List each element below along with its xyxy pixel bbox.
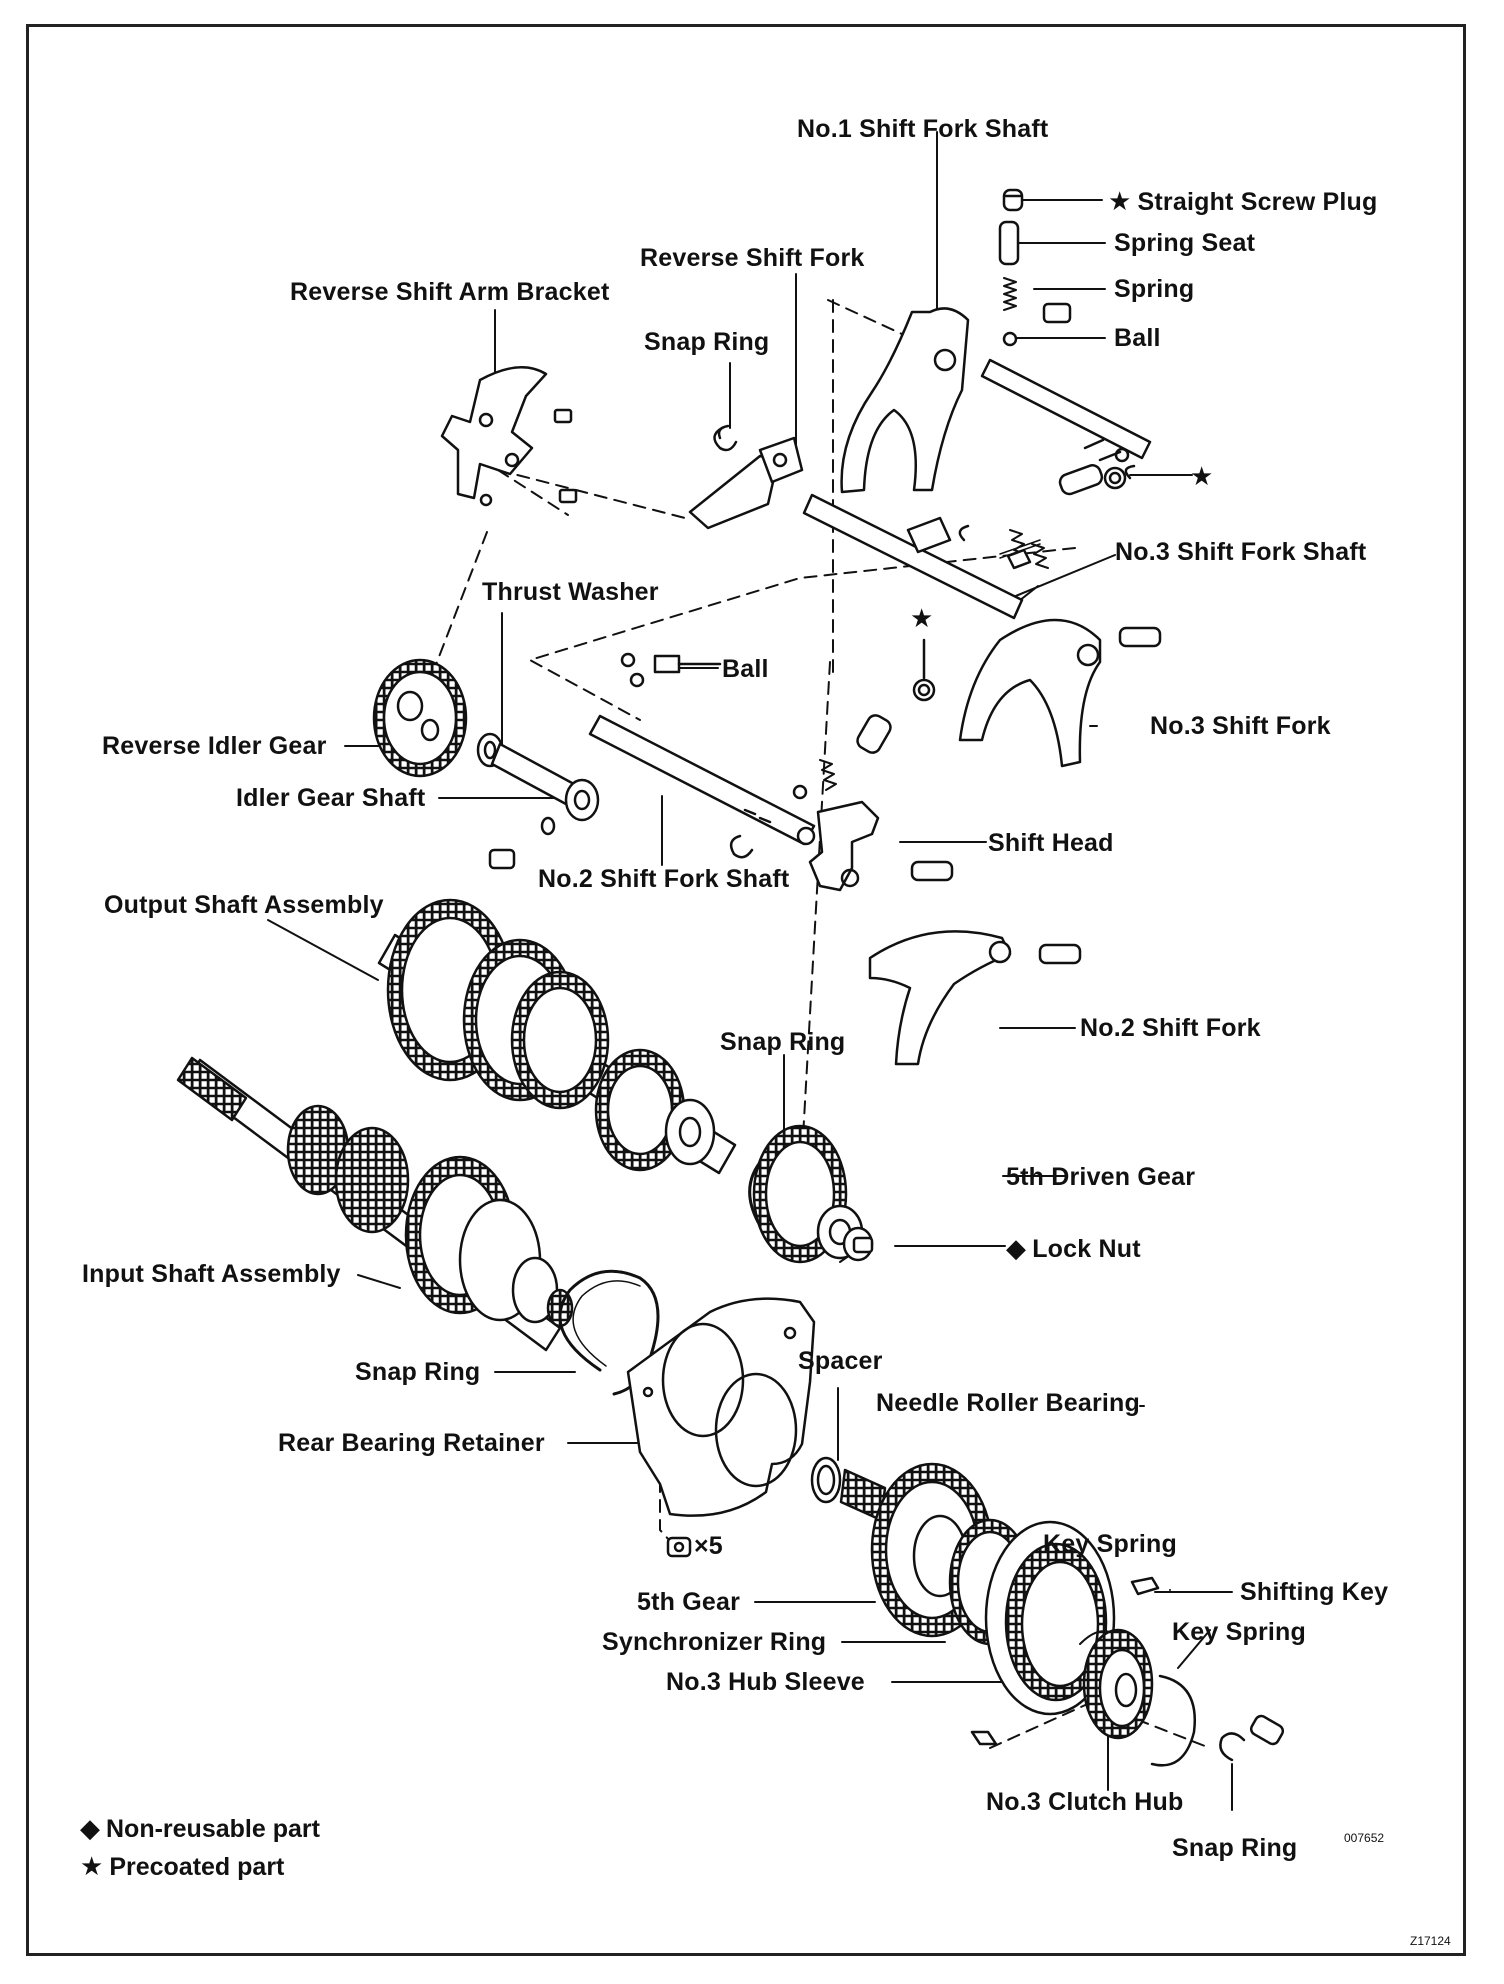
reverse-shift-fork-group [688, 424, 1041, 620]
label-no2-shift-fork: No.2 Shift Fork [1080, 1014, 1261, 1042]
reverse-idler-gear [372, 658, 468, 778]
reverse-shift-arm-bracket [440, 366, 578, 507]
label-fifth-gear: 5th Gear [637, 1588, 741, 1616]
middle-spring-seat [819, 714, 892, 791]
label-snap-ring-mid: Snap Ring [720, 1028, 846, 1056]
lock-nut-part [852, 1236, 874, 1254]
label-needle-roller-bearing: Needle Roller Bearing [876, 1389, 1141, 1417]
lock-nut-lower [1249, 1714, 1285, 1746]
star-icon: ★ [80, 1851, 104, 1881]
balls-mid [620, 652, 808, 800]
page-code: Z17124 [1410, 1934, 1451, 1948]
snap-ring-bottom-part [1219, 1732, 1246, 1762]
no2-shift-fork-shaft [588, 714, 816, 859]
rear-bearing-retainer [626, 1297, 816, 1517]
no3-hub-sleeve [984, 1520, 1116, 1716]
idler-gear-shaft [488, 742, 600, 870]
legend-non-reusable: ◆Non-reusable part [80, 1813, 320, 1843]
label-rear-bearing-retainer: Rear Bearing Retainer [278, 1429, 545, 1457]
label-synchronizer-ring: Synchronizer Ring [602, 1628, 827, 1656]
legend-precoated: ★Precoated part [80, 1851, 285, 1881]
no3-shift-fork [958, 618, 1162, 768]
label-spring-seat: Spring Seat [1114, 229, 1256, 257]
retainer-bolt [666, 1536, 692, 1558]
label-reverse-idler-gear: Reverse Idler Gear [102, 732, 327, 760]
shift-head [808, 800, 954, 892]
diamond-icon: ◆ [80, 1813, 100, 1843]
label-idler-gear-shaft: Idler Gear Shaft [236, 784, 426, 812]
label-spring: Spring [1114, 275, 1195, 303]
label-no3-clutch-hub: No.3 Clutch Hub [986, 1788, 1184, 1816]
label-shifting-key: Shifting Key [1240, 1578, 1389, 1606]
label-key-spring-top: Key Spring [1043, 1530, 1177, 1558]
no2-shift-fork [868, 930, 1082, 1066]
label-snap-ring-bottom: Snap Ring [1172, 1834, 1298, 1862]
label-ball-top: Ball [1114, 324, 1161, 352]
key-spring-lower [1150, 1674, 1196, 1767]
precoated-star-right: ★ [1190, 463, 1220, 490]
label-no1-shift-fork-shaft: No.1 Shift Fork Shaft [797, 115, 1049, 143]
label-fifth-driven-gear: 5th Driven Gear [1006, 1163, 1196, 1191]
star-icon: ★ [1190, 461, 1214, 491]
snap-ring-top [713, 426, 738, 452]
label-straight-screw-plug: ★Straight Screw Plug [1108, 186, 1378, 216]
diamond-icon: ◆ [1006, 1233, 1027, 1263]
label-spacer: Spacer [798, 1347, 883, 1375]
label-thrust-washer: Thrust Washer [482, 578, 659, 606]
label-output-shaft-assembly: Output Shaft Assembly [104, 891, 384, 919]
label-ball-mid: Ball [722, 655, 769, 683]
no1-shift-fork-group [840, 188, 1152, 494]
leader-lines [267, 131, 1233, 1811]
label-reverse-shift-fork: Reverse Shift Fork [640, 244, 865, 272]
label-no3-shift-fork-shaft: No.3 Shift Fork Shaft [1115, 538, 1367, 566]
input-shaft-assembly [176, 1056, 574, 1352]
label-reverse-shift-arm-bracket: Reverse Shift Arm Bracket [290, 278, 610, 306]
label-no2-shift-fork-shaft: No.2 Shift Fork Shaft [538, 865, 790, 893]
label-input-shaft-assembly: Input Shaft Assembly [82, 1260, 341, 1288]
figure-code: 007652 [1344, 1831, 1385, 1845]
straight-screw-plug-right [1103, 466, 1127, 490]
label-snap-ring-top: Snap Ring [644, 328, 770, 356]
label-shift-head: Shift Head [988, 829, 1114, 857]
precoated-star-middle: ★ [910, 605, 940, 632]
no3-clutch-hub [1082, 1628, 1154, 1740]
no3-fork-detent [1006, 464, 1104, 570]
label-no3-shift-fork: No.3 Shift Fork [1150, 712, 1331, 740]
spacer [810, 1456, 842, 1504]
output-shaft-assembly [377, 898, 737, 1175]
label-snap-ring-lower: Snap Ring [355, 1358, 481, 1386]
label-no3-hub-sleeve: No.3 Hub Sleeve [666, 1668, 865, 1696]
label-key-spring-lower: Key Spring [1172, 1618, 1306, 1646]
shifting-key-part [970, 1576, 1160, 1746]
star-icon: ★ [910, 603, 934, 633]
label-bolt-count: ×5 [694, 1532, 723, 1560]
straight-screw-plug-middle [912, 638, 936, 702]
label-lock-nut: ◆Lock Nut [1006, 1233, 1141, 1263]
diagram-frame [26, 24, 1466, 1956]
star-icon: ★ [1108, 186, 1132, 216]
